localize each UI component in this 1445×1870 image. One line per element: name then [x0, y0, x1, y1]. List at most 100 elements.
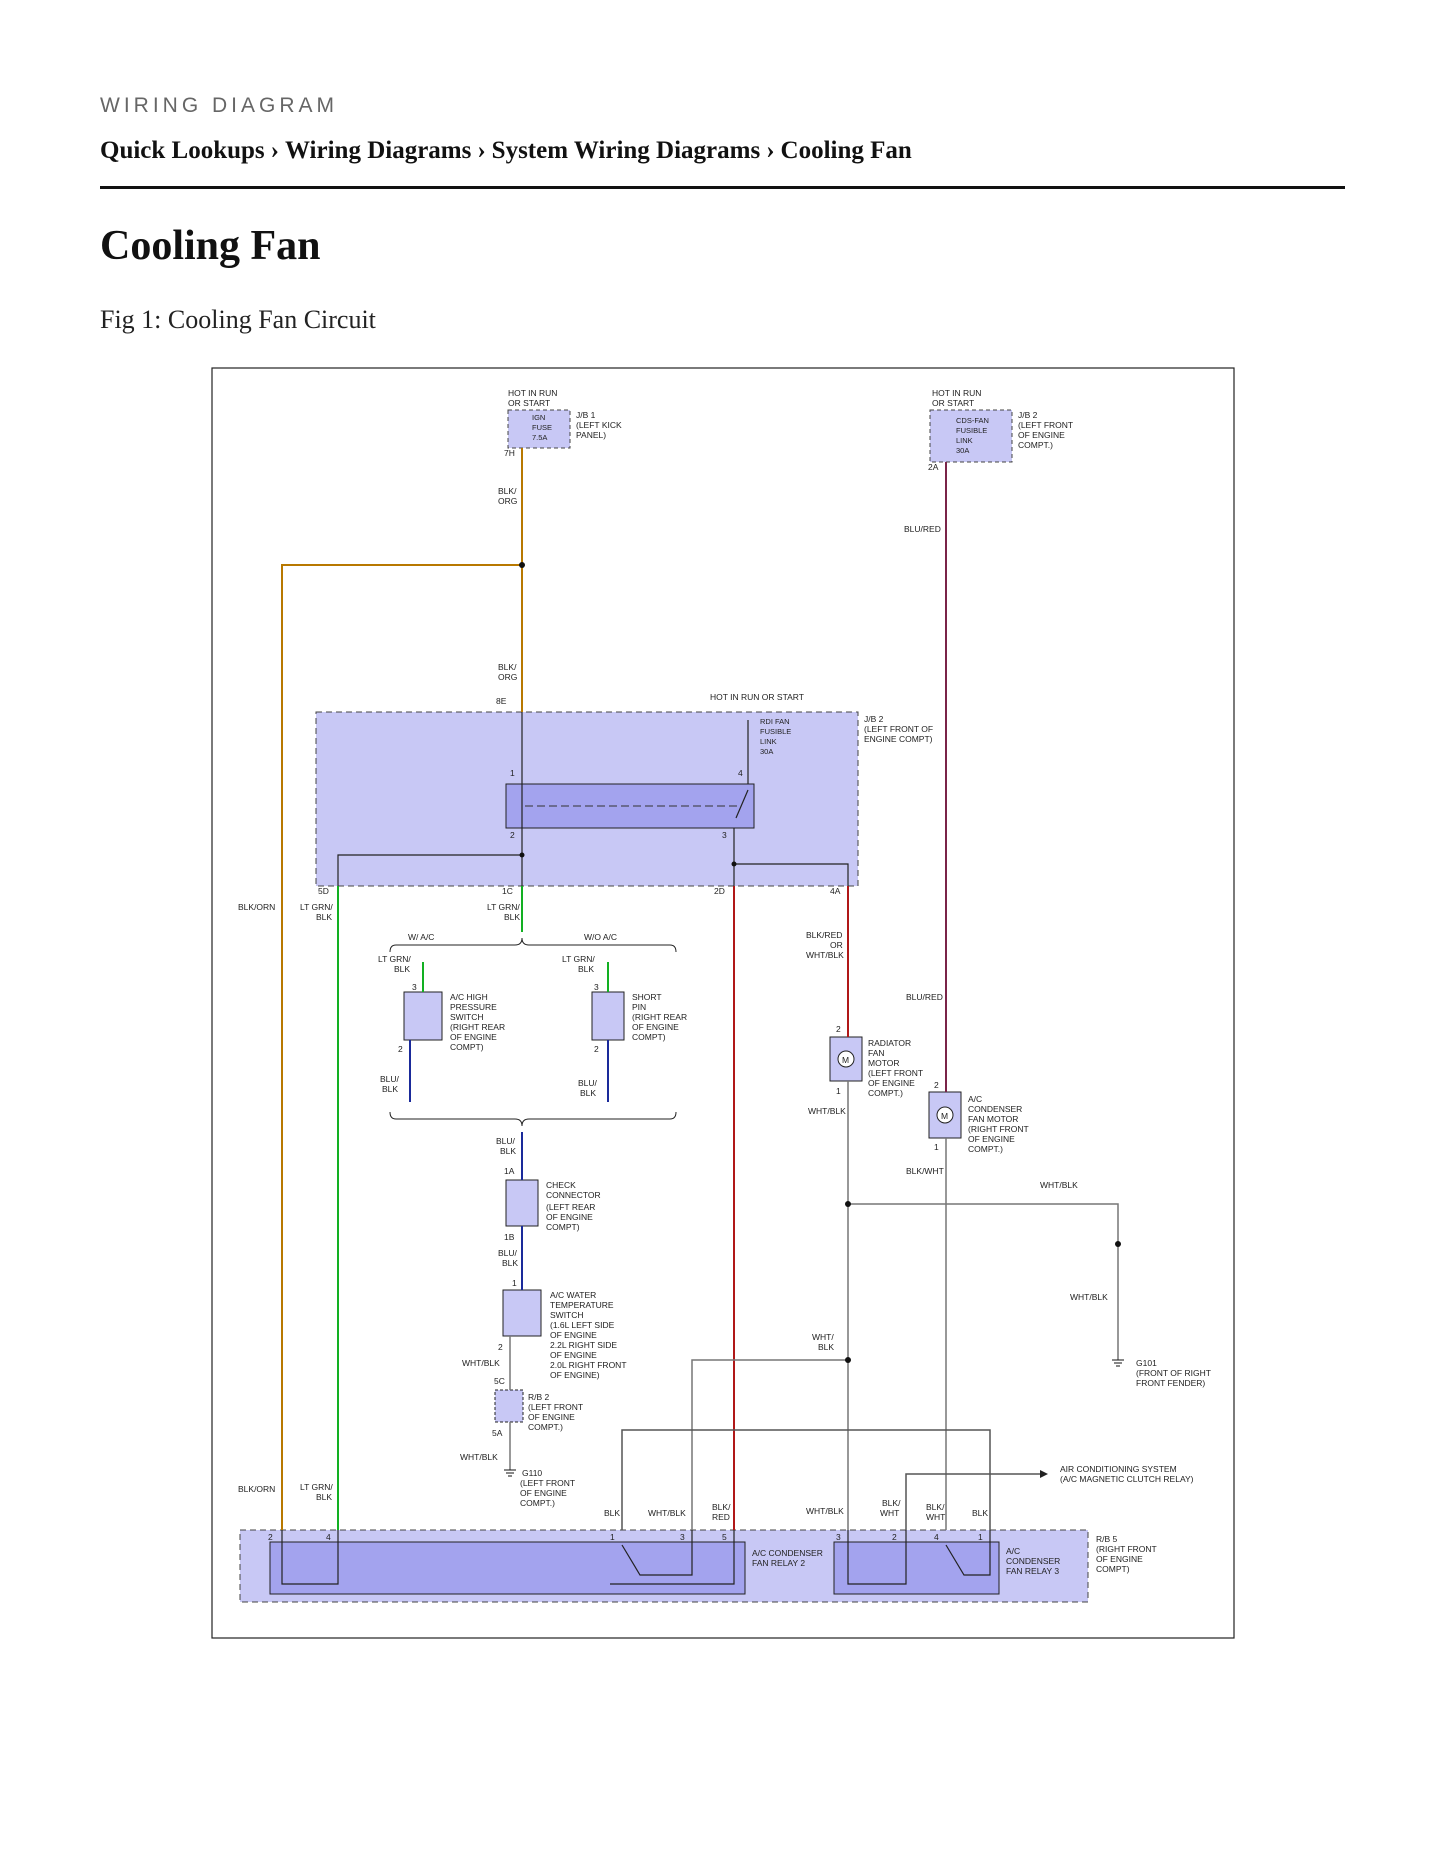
pin-label: 4A: [830, 886, 841, 896]
short-pin-label: (RIGHT REAR: [632, 1012, 687, 1022]
brace-top: [389, 937, 677, 953]
breadcrumb: Quick Lookups›Wiring Diagrams›System Wir…: [100, 137, 912, 165]
wire-color-label: BLU/: [578, 1078, 598, 1088]
pin-label: 1: [978, 1532, 983, 1542]
jb2-label: J/B 2: [864, 714, 884, 724]
rb2-label: OF ENGINE: [528, 1412, 575, 1422]
water-temp-switch-label: SWITCH: [550, 1310, 584, 1320]
g110-label: (LEFT FRONT: [520, 1478, 575, 1488]
jb2-label: OF ENGINE: [1018, 430, 1065, 440]
motor-icon: [936, 1106, 954, 1124]
splice-dot: [845, 1201, 851, 1207]
pin-label: 2: [934, 1080, 939, 1090]
cds-fuse-label: LINK: [956, 436, 973, 445]
radiator-fan-label: COMPT.): [868, 1088, 903, 1098]
check-connector-label: COMPT): [546, 1222, 580, 1232]
pin-label: 1B: [504, 1232, 515, 1242]
wire-color-label: BLU/RED: [906, 992, 943, 1002]
ac-fan-motor-label: OF ENGINE: [968, 1134, 1015, 1144]
variant-label: W/O A/C: [584, 932, 617, 942]
wire-color-label: BLK/: [882, 1498, 901, 1508]
wire-color-label: OR: [830, 940, 843, 950]
wire-color-label: BLU/: [496, 1136, 516, 1146]
water-temp-switch-label: 2.0L RIGHT FRONT: [550, 1360, 627, 1370]
jb2-inner-wire: [337, 854, 522, 886]
breadcrumb-current: Cooling Fan: [780, 137, 912, 164]
radiator-fan-label: MOTOR: [868, 1058, 899, 1068]
jb1-ign-fuse-box: [507, 409, 571, 449]
ign-fuse-label: IGN: [532, 413, 545, 422]
brace-bottom: [389, 1111, 677, 1127]
pin-label: 5D: [318, 886, 329, 896]
pin-label: 1C: [502, 886, 513, 896]
wire-color-label: BLU/: [498, 1248, 518, 1258]
hp-switch-label: A/C HIGH: [450, 992, 488, 1002]
motor-label: M: [842, 1055, 849, 1065]
jb2-cds-fuse-box: [929, 409, 1013, 463]
wire-wht-blk-g101: [848, 1203, 1119, 1360]
relay-switch-arm: [735, 789, 749, 819]
hot-in-run-label: OR START: [932, 398, 974, 408]
rb2-fuse-box: [494, 1389, 524, 1423]
cds-fuse-label: 30A: [956, 446, 969, 455]
jb2-label: J/B 2: [1018, 410, 1038, 420]
ac-fan-motor-label: (RIGHT FRONT: [968, 1124, 1029, 1134]
wire-color-label: BLU/RED: [904, 524, 941, 534]
breadcrumb-quick-lookups[interactable]: Quick Lookups: [100, 137, 265, 164]
jb2-label: (LEFT FRONT: [1018, 420, 1073, 430]
wire-color-label: BLK/WHT: [906, 1166, 944, 1176]
diagram-frame: [211, 367, 1235, 1639]
ac-condenser-fan-relay-2: [269, 1541, 746, 1595]
check-connector-label: (LEFT REAR: [546, 1202, 595, 1212]
hp-switch-box: [403, 991, 443, 1041]
water-temp-switch-label: OF ENGINE): [550, 1370, 600, 1380]
pin-label: 1: [510, 768, 515, 778]
wire-color-label: BLK: [504, 912, 520, 922]
wire-blk-orn-left: [281, 564, 522, 1530]
arrow-icon: [1040, 1470, 1048, 1478]
motor-icon: [837, 1050, 855, 1068]
hp-switch-label: OF ENGINE: [450, 1032, 497, 1042]
wire-color-label: LT GRN/: [300, 1482, 333, 1492]
variant-label: W/ A/C: [408, 932, 434, 942]
pin-label: 4: [934, 1532, 939, 1542]
pin-label: 2: [892, 1532, 897, 1542]
wire-blk-relay: [621, 1429, 991, 1530]
short-pin-box: [591, 991, 625, 1041]
pin-label: 4: [738, 768, 743, 778]
wire-color-label: BLK/: [712, 1502, 731, 1512]
wire-color-label: ORG: [498, 672, 517, 682]
wire-color-label: BLK: [972, 1508, 988, 1518]
figure-caption: Fig 1: Cooling Fan Circuit: [100, 305, 376, 334]
pin-label: 2: [398, 1044, 403, 1054]
wire-color-label: BLK/ORN: [238, 1484, 275, 1494]
splice-dot: [519, 852, 525, 858]
breadcrumb-system-wiring-diagrams[interactable]: System Wiring Diagrams: [491, 137, 761, 164]
jb2-inner-wire: [734, 863, 849, 886]
water-temp-switch-box: [502, 1289, 542, 1337]
rb5-label: R/B 5: [1096, 1534, 1118, 1544]
wire-color-label: BLK: [604, 1508, 620, 1518]
wire-color-label: BLK/RED: [806, 930, 842, 940]
wire-color-label: BLK: [382, 1084, 398, 1094]
radiator-fan-label: FAN: [868, 1048, 885, 1058]
g110-label: G110: [522, 1468, 542, 1478]
hp-switch-label: PRESSURE: [450, 1002, 497, 1012]
wire-color-label: BLK/: [498, 662, 517, 672]
ground-icon: [504, 1469, 516, 1477]
wire-color-label: BLK: [578, 964, 594, 974]
relay2-label: FAN RELAY 2: [752, 1558, 805, 1568]
ac-condenser-fan-relay-3: [833, 1541, 1000, 1595]
breadcrumb-wiring-diagrams[interactable]: Wiring Diagrams: [285, 137, 472, 164]
g110-label: OF ENGINE: [520, 1488, 567, 1498]
wire-color-label: BLK: [818, 1342, 834, 1352]
wire-color-label: WHT/BLK: [806, 950, 844, 960]
ac-fan-motor-label: FAN MOTOR: [968, 1114, 1018, 1124]
wire-color-label: LT GRN/: [378, 954, 411, 964]
wire-color-label: WHT: [926, 1512, 945, 1522]
pin-label: 3: [836, 1532, 841, 1542]
header-divider: [100, 186, 1345, 189]
wire-color-label: BLK/ORN: [238, 902, 275, 912]
pin-label: 2: [268, 1532, 273, 1542]
